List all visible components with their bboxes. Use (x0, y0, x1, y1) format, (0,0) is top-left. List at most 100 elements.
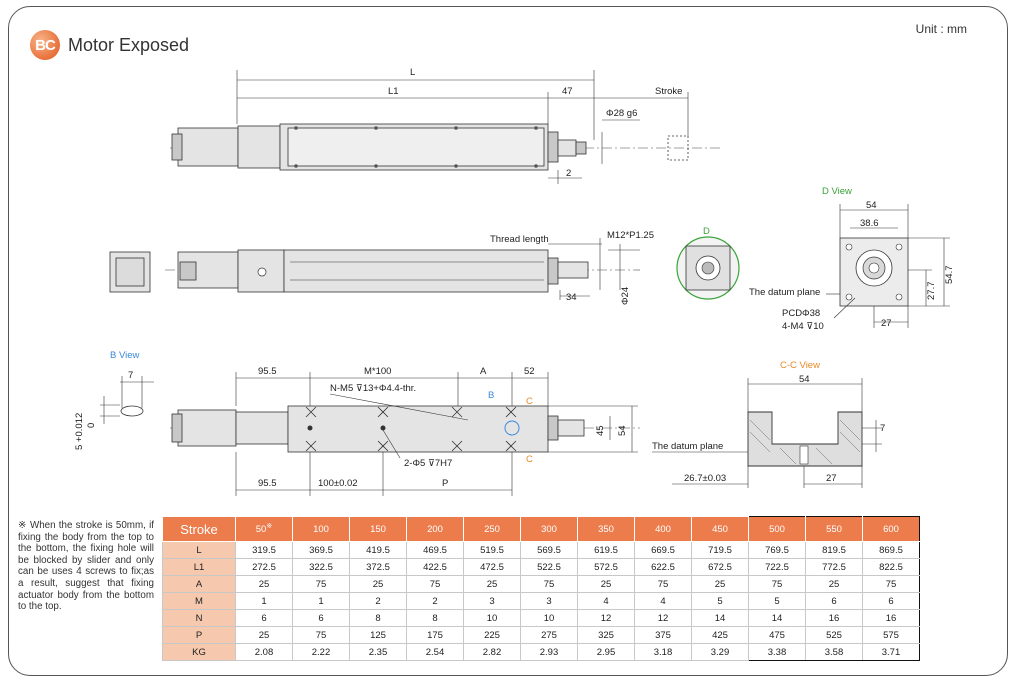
d-view-27-7: 27.7 (926, 282, 937, 301)
technical-drawing: L L1 47 Stroke Φ28 g6 2 Thread length M1… (74, 67, 955, 496)
table-cell: 622.5 (634, 558, 692, 576)
table-cell: 2.93 (520, 643, 578, 661)
top-view: L L1 47 Stroke Φ28 g6 2 (170, 67, 720, 184)
stroke-col: 150 (349, 516, 407, 542)
table-cell: 769.5 (748, 541, 806, 559)
table-cell: 12 (577, 609, 635, 627)
table-cell: 4 (577, 592, 635, 610)
table-cell: 75 (406, 575, 464, 593)
table-cell: 322.5 (292, 558, 350, 576)
table-cell: 469.5 (406, 541, 464, 559)
table-cell: 819.5 (805, 541, 863, 559)
detail-d-label: D (703, 226, 710, 237)
table-cell: 619.5 (577, 541, 635, 559)
thread-length: Thread length (490, 234, 549, 245)
table-row-label: L1 (162, 558, 236, 576)
d-view-pcd: PCDΦ38 (782, 308, 820, 319)
bottom-p: P (442, 478, 448, 489)
d-view-27: 27 (881, 318, 892, 329)
bottom-view: 95.5 M*100 A 52 N-M5 ⊽13+Φ4.4-thr. B C C… (170, 366, 640, 496)
cc-view-27: 27 (826, 473, 837, 484)
table-row-label: P (162, 626, 236, 644)
table-cell: 3.71 (862, 643, 920, 661)
table-cell: 772.5 (805, 558, 863, 576)
dim-phi28: Φ28 g6 (606, 108, 637, 119)
table-cell: 669.5 (634, 541, 692, 559)
table-cell: 722.5 (748, 558, 806, 576)
b-view-title: B View (110, 350, 140, 361)
bottom-45: 45 (595, 425, 606, 436)
stroke-col: 300 (520, 516, 578, 542)
table-cell: 4 (634, 592, 692, 610)
d-view: D View 54 38.6 54.7 27.7 27 The datum pl… (749, 186, 955, 332)
table-cell: 6 (862, 592, 920, 610)
stroke-note: ※ When the stroke is 50mm, if fixing the… (18, 520, 154, 613)
cc-view-datum: The datum plane (652, 441, 723, 452)
table-cell: 2.54 (406, 643, 464, 661)
table-cell: 869.5 (862, 541, 920, 559)
dim-L1: L1 (388, 86, 399, 97)
table-cell: 2.22 (292, 643, 350, 661)
table-cell: 3 (520, 592, 578, 610)
spec-table: Stroke 50※ 100 150 200 250 300 350 400 4… (162, 516, 920, 661)
table-cell: 3.29 (691, 643, 749, 661)
b-view: B View 7 5 +0.012 0 (74, 350, 154, 450)
dim-47: 47 (562, 86, 573, 97)
table-cell: 419.5 (349, 541, 407, 559)
stroke-col: 600 (862, 516, 920, 542)
table-cell: 175 (406, 626, 464, 644)
table-cell: 3.38 (748, 643, 806, 661)
table-cell: 2 (406, 592, 464, 610)
table-cell: 5 (691, 592, 749, 610)
d-view-54-7: 54.7 (944, 266, 955, 285)
table-cell: 75 (292, 575, 350, 593)
table-cell: 75 (862, 575, 920, 593)
table-cell: 25 (577, 575, 635, 593)
stroke-col: 500 (748, 516, 806, 542)
cc-view: C-C View 54 7 The datum plane 26.7±0.03 … (652, 360, 885, 488)
table-cell: 25 (691, 575, 749, 593)
table-cell: 75 (292, 626, 350, 644)
table-cell: 2.95 (577, 643, 635, 661)
dim-stroke: Stroke (655, 86, 682, 97)
table-cell: 2 (349, 592, 407, 610)
table-cell: 822.5 (862, 558, 920, 576)
table-cell: 3 (463, 592, 521, 610)
table-cell: 422.5 (406, 558, 464, 576)
bottom-c-top: C (526, 396, 533, 407)
table-cell: 6 (235, 609, 293, 627)
table-cell: 25 (805, 575, 863, 593)
stroke-col: 50※ (235, 516, 293, 542)
bottom-95-5-top: 95.5 (258, 366, 277, 377)
table-cell: 522.5 (520, 558, 578, 576)
bottom-52: 52 (524, 366, 535, 377)
table-cell: 75 (520, 575, 578, 593)
page-title: Motor Exposed (68, 34, 190, 55)
bottom-95-5-bottom: 95.5 (258, 478, 277, 489)
b-view-7: 7 (128, 370, 133, 381)
table-cell: 272.5 (235, 558, 293, 576)
d-view-m4: 4-M4 ⊽10 (782, 321, 824, 332)
bottom-hole: 2-Φ5 ⊽7H7 (404, 458, 452, 469)
table-cell: 225 (463, 626, 521, 644)
table-row-label: N (162, 609, 236, 627)
page-frame (8, 6, 1008, 676)
bottom-a: A (480, 366, 487, 377)
side-view: Thread length M12*P1.25 34 Φ24 D (109, 226, 740, 305)
table-cell: 672.5 (691, 558, 749, 576)
table-cell: 5 (748, 592, 806, 610)
table-cell: 319.5 (235, 541, 293, 559)
table-cell: 16 (805, 609, 863, 627)
table-cell: 6 (805, 592, 863, 610)
dim-m12: M12*P1.25 (607, 230, 654, 241)
cc-view-title: C-C View (780, 360, 820, 371)
table-cell: 25 (349, 575, 407, 593)
series-badge: BC (30, 30, 60, 60)
d-view-title: D View (822, 186, 852, 197)
table-cell: 372.5 (349, 558, 407, 576)
bottom-100: 100±0.02 (318, 478, 358, 489)
